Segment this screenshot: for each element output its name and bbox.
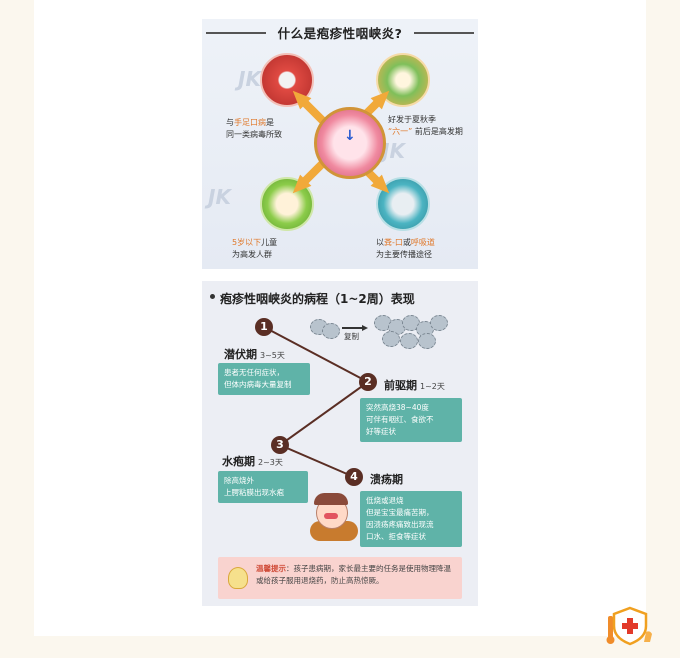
watermark: JK (238, 67, 261, 91)
virus-icon (430, 315, 448, 331)
timeline-lines (263, 325, 370, 478)
stage-number: 4 (345, 468, 363, 486)
warm-tip: 温馨提示：孩子患病期，家长最主要的任务是使用物理降温或给孩子服用退烧药，防止高热… (218, 557, 462, 599)
stage-description: 患者无任何症状， 但体内病毒大量复制 (218, 363, 310, 395)
stage-name: 溃疡期 (370, 473, 403, 486)
throat-icon: ↓ (314, 107, 386, 179)
title-rule-left (206, 32, 266, 34)
stage-description: 突然高烧38~40度 可伴有咽红、食欲不 好等症状 (360, 398, 462, 442)
infographic-what-is: 什么是疱疹性咽峡炎? JK JK JK ↓ 与手足口病是 同一类病毒所致 好发于… (202, 19, 478, 269)
down-arrow-icon: ↓ (344, 128, 356, 144)
lungs-icon (376, 177, 430, 231)
stage-description: 低烧或退烧 但是宝宝最痛苦期， 因溃疡疼痛致出现流 口水、拒食等症状 (360, 491, 462, 547)
title-rule-right (414, 32, 474, 34)
sick-child-icon (306, 491, 358, 543)
watermark: JK (208, 185, 231, 209)
stage-number: 3 (271, 436, 289, 454)
palm-tree-icon (376, 53, 430, 107)
stage-number: 2 (359, 373, 377, 391)
infographic-title: 什么是疱疹性咽峡炎? (277, 26, 403, 41)
stage-number: 1 (255, 318, 273, 336)
text-season: 好发于夏秋季 “六一” 前后是高发期 (388, 115, 463, 136)
health-shield-logo (606, 606, 654, 646)
text-high-risk-group: 5岁以下儿童 为高发人群 (232, 238, 278, 259)
replicate-label: 复制 (344, 332, 359, 341)
virus-icon (382, 331, 400, 347)
bullet-icon (210, 294, 215, 299)
lightbulb-icon (228, 567, 248, 589)
text-same-virus: 与手足口病是 同一类病毒所致 (226, 118, 282, 139)
virus-icon (400, 333, 418, 349)
virus-icon (418, 333, 436, 349)
stage-description: 除高烧外 上腭粘膜出现水疱 (218, 471, 308, 503)
watermark: JK (382, 139, 405, 163)
virus-icon (322, 323, 340, 339)
course-title: 疱疹性咽峡炎的病程（1~2周）表现 (220, 292, 415, 306)
text-transmission: 以粪-口或呼吸道 为主要传播途径 (376, 238, 435, 259)
